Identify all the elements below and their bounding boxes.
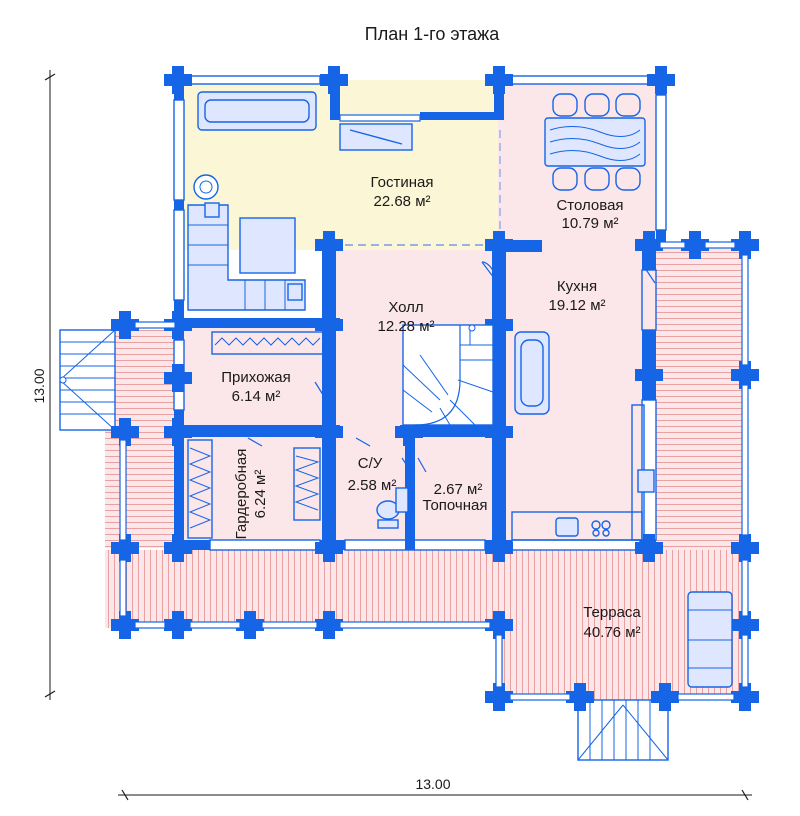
boiler-area (410, 430, 500, 548)
coffee-table (239, 217, 296, 274)
wardrobe-name: Гардеробная (233, 449, 250, 540)
wardrobe-area-label: 6.24 м² (252, 470, 269, 519)
dimension-horizontal: 13.00 (118, 776, 752, 801)
hall-staircase (402, 324, 494, 426)
wardrobe-shelves (187, 439, 321, 539)
bath-sink (395, 487, 409, 513)
kitchen-name: Кухня (557, 278, 597, 295)
room-label-hall: Холл 12.28 м² (377, 299, 434, 335)
left-entry-stairs (59, 329, 116, 431)
hall-name: Холл (388, 299, 423, 316)
log-corners (111, 66, 759, 711)
dining-table (544, 93, 646, 191)
terrace-name: Терраса (583, 604, 641, 621)
boiler-name: Топочная (422, 497, 487, 514)
dining-room-area-label: 10.79 м² (561, 215, 618, 232)
dimension-vertical-label: 13.00 (31, 368, 47, 403)
kitchen-counter (511, 404, 655, 541)
plan-title: План 1-го этажа (365, 24, 500, 44)
terrace-deck-main (105, 550, 745, 628)
room-label-kitchen: Кухня 19.12 м² (548, 278, 605, 314)
kitchen-sofa (514, 331, 550, 415)
plant-icon (193, 174, 219, 200)
living-room-area-label: 22.68 м² (373, 193, 430, 210)
tv-unit (339, 123, 413, 151)
room-label-dining: Столовая 10.79 м² (556, 197, 623, 232)
dining-room-name: Столовая (556, 197, 623, 214)
hall-area-label: 12.28 м² (377, 318, 434, 335)
right-terrace-deck (655, 245, 745, 550)
room-label-living: Гостиная 22.68 м² (371, 174, 434, 210)
kitchen-area-label: 19.12 м² (548, 297, 605, 314)
terrace-sofa (687, 591, 733, 688)
room-label-bath: С/У 2.58 м² (348, 455, 397, 494)
bath-name: С/У (358, 455, 383, 472)
doors (247, 261, 656, 473)
bath-area-label: 2.58 м² (348, 477, 397, 494)
boiler-area-label: 2.67 м² (434, 481, 483, 498)
entry-area-label: 6.14 м² (232, 388, 281, 405)
living-room-name: Гостиная (371, 174, 434, 191)
entry-wardrobe (211, 331, 325, 355)
dimension-vertical: 13.00 (31, 70, 56, 700)
dimension-horizontal-label: 13.00 (415, 776, 450, 792)
left-porch-deck (105, 330, 180, 548)
corner-sofa (187, 202, 306, 311)
terrace-area-label: 40.76 м² (583, 624, 640, 641)
room-label-terrace: Терраса 40.76 м² (583, 604, 641, 641)
bottom-entry-stairs (577, 699, 669, 761)
room-label-wardrobe: Гардеробная 6.24 м² (233, 449, 269, 540)
terrace-railings (119, 241, 749, 701)
room-label-boiler: 2.67 м² Топочная (422, 481, 487, 514)
sofa-top (197, 91, 317, 131)
room-label-entry: Прихожая 6.14 м² (221, 369, 291, 405)
entry-name: Прихожая (221, 369, 291, 386)
